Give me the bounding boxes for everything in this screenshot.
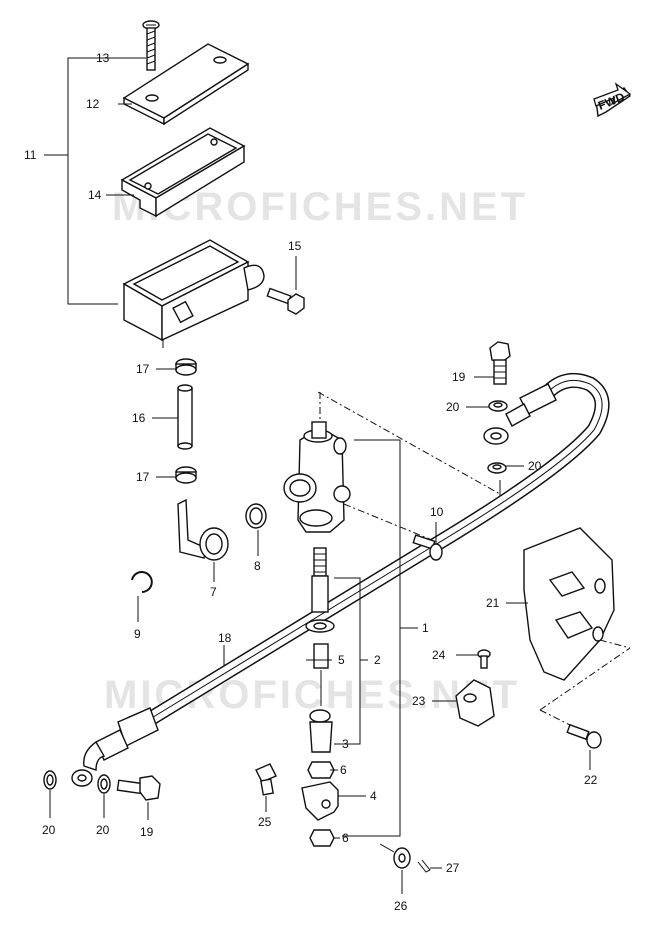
callout-20-lower-a: 20 — [42, 823, 56, 837]
hose-clamp-17-lower — [175, 466, 197, 484]
callout-12: 12 — [86, 97, 100, 111]
callout-6-lower: 6 — [342, 831, 349, 845]
washer-20-upper-a — [488, 400, 508, 412]
hose-16 — [177, 384, 193, 450]
clevis-4 — [301, 781, 339, 821]
callout-15: 15 — [288, 239, 302, 253]
pin-25 — [255, 763, 277, 796]
callout-21: 21 — [486, 596, 500, 610]
spring-and-piston-parts — [305, 547, 335, 779]
cotter-pin-27 — [417, 859, 431, 873]
washer-20-lower-a — [43, 770, 57, 790]
callout-5: 5 — [338, 653, 345, 667]
banjo-bolt-19-upper — [489, 341, 511, 385]
reservoir-11 — [122, 239, 265, 348]
callout-10: 10 — [430, 505, 444, 519]
callout-27: 27 — [446, 861, 460, 875]
fwd-arrow-badge: FWD — [593, 82, 632, 118]
bracket-11 — [67, 57, 118, 305]
callout-7: 7 — [210, 585, 217, 599]
nut-6-lower — [309, 829, 335, 847]
callout-16: 16 — [132, 411, 146, 425]
heel-guard-21 — [523, 527, 615, 681]
callout-24: 24 — [432, 648, 446, 662]
callout-17-lower: 17 — [136, 470, 150, 484]
callout-25: 25 — [258, 815, 272, 829]
callout-19-lower: 19 — [140, 825, 154, 839]
callout-13: 13 — [96, 51, 110, 65]
callout-2: 2 — [374, 653, 381, 667]
callout-18: 18 — [218, 631, 232, 645]
leader-dash-4 — [539, 647, 631, 711]
leader-dash-3 — [343, 503, 433, 541]
callout-20-upper-b: 20 — [528, 459, 542, 473]
bolt-15 — [266, 287, 305, 315]
callout-8: 8 — [254, 559, 261, 573]
bracket-2 — [334, 577, 361, 745]
callout-23: 23 — [412, 694, 426, 708]
master-cylinder-body — [283, 421, 351, 533]
callout-4: 4 — [370, 789, 377, 803]
callout-6-upper: 6 — [340, 763, 347, 777]
bolt-22 — [566, 723, 602, 749]
callout-17-upper: 17 — [136, 362, 150, 376]
banjo-bolt-19-lower — [116, 775, 161, 801]
bracket-1 — [342, 439, 401, 837]
leader-dash-6 — [599, 639, 631, 649]
washer-20-lower-b — [97, 774, 111, 794]
callout-22: 22 — [584, 773, 598, 787]
callout-9: 9 — [134, 627, 141, 641]
hose-clamp-23 — [455, 679, 495, 727]
washer-26 — [393, 847, 411, 869]
callout-20-upper-a: 20 — [446, 400, 460, 414]
callout-26: 26 — [394, 899, 408, 913]
callout-20-lower-b: 20 — [96, 823, 110, 837]
connector-7 — [177, 498, 229, 561]
washer-20-upper-b — [487, 462, 507, 474]
circlip-9 — [131, 571, 153, 593]
diaphragm-14 — [120, 127, 246, 218]
callout-1: 1 — [422, 621, 429, 635]
bolt-10 — [412, 534, 443, 561]
cover-plate-12 — [122, 43, 250, 126]
o-ring-8 — [245, 503, 267, 529]
callout-19-upper: 19 — [452, 370, 466, 384]
callout-3: 3 — [342, 737, 349, 751]
callout-11: 11 — [24, 148, 37, 162]
screw-24 — [477, 649, 491, 669]
fwd-label: FWD — [596, 90, 627, 113]
leader-dash-1 — [317, 391, 501, 495]
hose-clamp-17-upper — [175, 358, 197, 376]
brake-hose-18 — [71, 372, 610, 787]
callout-14: 14 — [88, 188, 102, 202]
screw-13 — [142, 20, 160, 71]
